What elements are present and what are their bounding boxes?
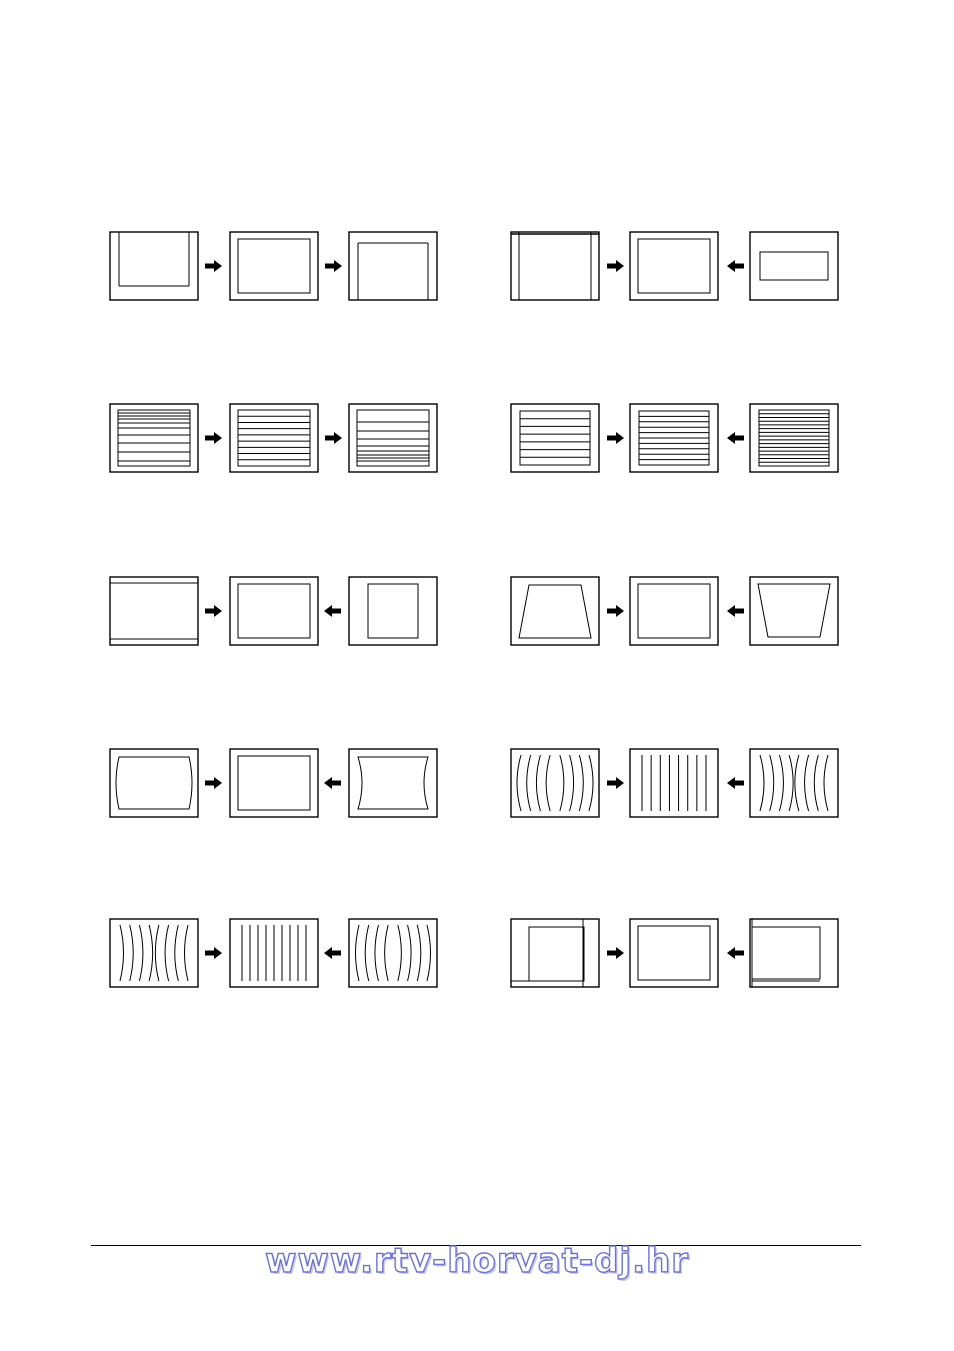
screen-correct xyxy=(230,749,318,817)
screen-shifted-right xyxy=(511,919,599,987)
footer-url: www.rtv-horvat-dj.hr xyxy=(0,1241,954,1281)
diagram-group-vlin-right xyxy=(511,404,838,472)
arrow-right-icon xyxy=(205,947,222,959)
diagram-group-vlin-left xyxy=(110,404,437,472)
arrow-left-icon xyxy=(324,947,341,959)
diagram-group-raster-left-1 xyxy=(110,232,437,300)
screen-bow-lines-inward xyxy=(750,749,838,817)
arrow-left-icon xyxy=(727,947,744,959)
arrow-right-icon xyxy=(205,432,222,444)
screen-curve-lines-outward xyxy=(110,919,198,987)
screen-lines-even-dense xyxy=(630,404,718,472)
arrow-left-icon xyxy=(727,777,744,789)
screen-correct xyxy=(630,919,718,987)
screen-lines-compressed-bottom xyxy=(349,404,437,472)
arrow-right-icon xyxy=(325,260,342,272)
screen-lines-very-dense xyxy=(750,404,838,472)
arrow-right-icon xyxy=(205,605,222,617)
screen-lines-sparse xyxy=(511,404,599,472)
screen-vertical-lines xyxy=(630,749,718,817)
arrow-right-icon xyxy=(205,260,222,272)
arrow-right-icon xyxy=(607,777,624,789)
screen-overscan-horizontal xyxy=(110,577,198,645)
diagram-group-curve-left xyxy=(110,919,437,987)
screen-barrel xyxy=(110,749,198,817)
arrow-right-icon xyxy=(607,432,624,444)
diagram-group-trap-right xyxy=(511,577,838,645)
arrow-left-icon xyxy=(324,777,341,789)
arrow-right-icon xyxy=(205,777,222,789)
diagram-group-hsize-left xyxy=(110,577,437,645)
diagram-group-bow-right xyxy=(511,749,838,817)
arrow-left-icon xyxy=(324,605,341,617)
screen-full-height-narrow xyxy=(511,232,599,300)
screen-correct xyxy=(230,577,318,645)
screen-trapezoid-wide-bottom xyxy=(511,577,599,645)
screen-pincushion xyxy=(349,749,437,817)
screen-narrow-raster xyxy=(349,577,437,645)
screen-lines-compressed-top xyxy=(110,404,198,472)
screen-raster-shifted-down xyxy=(349,232,437,300)
screen-correct xyxy=(630,232,718,300)
screen-shifted-left xyxy=(750,919,838,987)
diagram-group-pin-left xyxy=(110,749,437,817)
arrow-left-icon xyxy=(727,605,744,617)
screen-curve-lines-inward xyxy=(349,919,437,987)
arrow-right-icon xyxy=(607,260,624,272)
screen-vertical-lines-dense xyxy=(230,919,318,987)
screen-bow-lines-outward xyxy=(511,749,599,817)
arrow-right-icon xyxy=(325,432,342,444)
diagram-group-hpos-right xyxy=(511,919,838,987)
arrow-left-icon xyxy=(727,260,744,272)
arrow-right-icon xyxy=(607,947,624,959)
screen-tall-raster xyxy=(110,232,198,300)
diagram-group-raster-right-1 xyxy=(511,232,838,300)
arrow-left-icon xyxy=(727,432,744,444)
screen-trapezoid-wide-top xyxy=(750,577,838,645)
arrow-right-icon xyxy=(607,605,624,617)
screen-small-raster xyxy=(750,232,838,300)
screen-correct xyxy=(230,232,318,300)
screen-lines-even xyxy=(230,404,318,472)
screen-correct xyxy=(630,577,718,645)
